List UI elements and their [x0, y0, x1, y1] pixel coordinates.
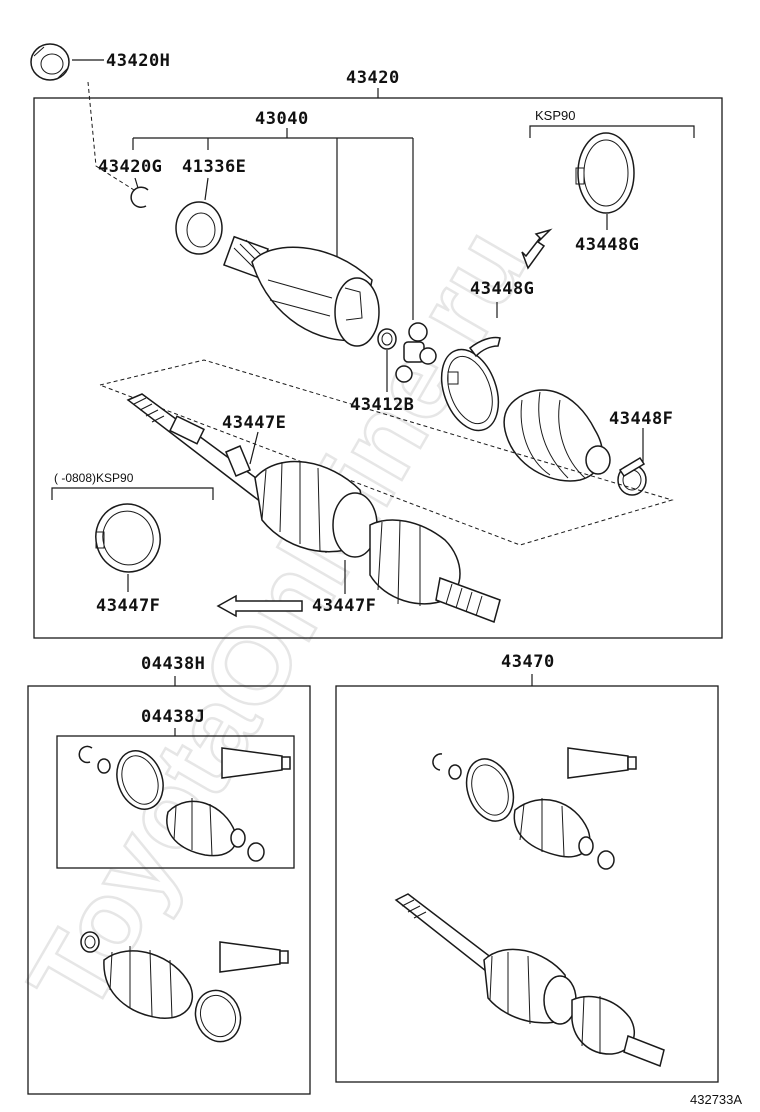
snap-ring-43420g[interactable]	[130, 186, 149, 209]
leader-43420g	[134, 177, 139, 189]
arrow-left	[216, 594, 303, 618]
label-43448g-top[interactable]: 43448G	[575, 235, 639, 255]
inboard-boot[interactable]	[503, 389, 611, 482]
arrow-ksp90	[521, 228, 553, 270]
clamp-43448g-top[interactable]	[575, 132, 635, 214]
label-04438j[interactable]: 04438J	[141, 707, 205, 727]
label-43448f[interactable]: 43448F	[609, 409, 673, 429]
kit-43470-parts[interactable]	[394, 747, 665, 1068]
label-43412b[interactable]: 43412B	[350, 395, 414, 415]
bracket-ksp90-top	[529, 125, 695, 138]
label-04438h[interactable]: 04438H	[141, 654, 205, 674]
note-ksp90-left: ( -0808)KSP90	[54, 471, 134, 485]
kit-04438h-parts[interactable]	[80, 931, 289, 1048]
dash-leader-43420h	[87, 81, 135, 191]
kit-frame-43470	[335, 685, 719, 1083]
seal-41336e[interactable]	[175, 201, 223, 255]
watermark: ToyotaOnMine.ru	[5, 209, 550, 1032]
label-43447f-mid[interactable]: 43447F	[312, 596, 376, 616]
outboard-joint-43040[interactable]	[222, 235, 380, 347]
label-43448g-mid[interactable]: 43448G	[470, 279, 534, 299]
leader-41336e	[204, 177, 209, 201]
small-clamp-43448f[interactable]	[617, 456, 647, 496]
tripod-joint[interactable]	[395, 322, 437, 383]
bracket-ksp90-left	[51, 487, 214, 500]
label-43447f-left[interactable]: 43447F	[96, 596, 160, 616]
label-43447e[interactable]: 43447E	[222, 413, 286, 433]
label-43420h[interactable]: 43420H	[106, 51, 170, 71]
leader-43447e	[249, 431, 259, 465]
kit-04438j-parts[interactable]	[78, 744, 291, 862]
half-shaft[interactable]	[126, 393, 501, 623]
note-ksp90-top: KSP90	[535, 108, 575, 123]
seal-43420h[interactable]	[30, 43, 70, 81]
kit-frame-04438j	[56, 735, 295, 869]
figure-code: 432733A	[690, 1092, 742, 1107]
bracket-43040	[132, 128, 414, 320]
label-43040[interactable]: 43040	[255, 109, 309, 129]
band-43447f-left[interactable]	[88, 497, 167, 579]
label-43470[interactable]: 43470	[501, 652, 555, 672]
label-41336e[interactable]: 41336E	[182, 157, 246, 177]
dash-region	[98, 359, 674, 546]
label-43420g[interactable]: 43420G	[98, 157, 162, 177]
kit-frame-04438h	[27, 685, 311, 1095]
band-clamp-43448g[interactable]	[431, 336, 509, 438]
label-43420[interactable]: 43420	[346, 68, 400, 88]
snap-ring-43412b[interactable]	[377, 328, 397, 350]
